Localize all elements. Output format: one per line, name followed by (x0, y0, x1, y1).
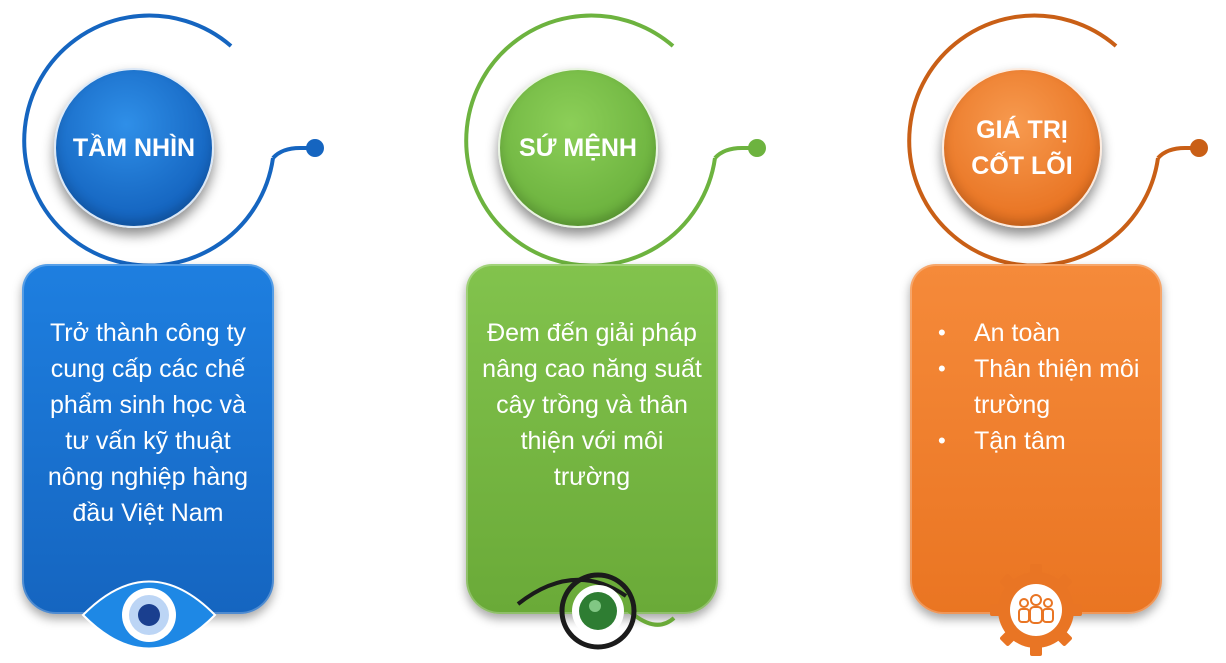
mission-card: Đem đến giải pháp nâng cao năng suất cây… (466, 264, 718, 614)
core-values-card: An toàn Thân thiện môi trường Tận tâm (910, 264, 1162, 614)
mission-circle: SỨ MỆNH (498, 68, 658, 228)
target-icon (514, 566, 684, 656)
mission-title: SỨ MỆNH (519, 134, 637, 162)
orange-connector-dot (1190, 139, 1208, 157)
vision-title: TẦM NHÌN (72, 134, 196, 162)
green-connector-dot (748, 139, 766, 157)
blue-connector (271, 146, 313, 160)
orange-connector (1156, 146, 1197, 160)
core-value-item: Thân thiện môi trường (934, 351, 1162, 423)
vision-circle: TẦM NHÌN (54, 68, 214, 228)
team-gear-icon (988, 562, 1084, 658)
mission-text: Đem đến giải pháp nâng cao năng suất cây… (482, 319, 702, 491)
vision-card: Trở thành công ty cung cấp các chế phẩm … (22, 264, 274, 614)
core-value-item: Tận tâm (934, 423, 1162, 459)
eye-icon (79, 574, 219, 656)
core-values-list: An toàn Thân thiện môi trường Tận tâm (910, 264, 1162, 459)
core-value-item: An toàn (934, 315, 1162, 351)
blue-connector-dot (306, 139, 324, 157)
vision-text: Trở thành công ty cung cấp các chế phẩm … (47, 319, 249, 527)
green-connector (713, 146, 755, 160)
core-values-circle: GIÁ TRỊ CỐT LÕI (942, 68, 1102, 228)
core-values-title: GIÁ TRỊ CỐT LÕI (971, 116, 1073, 180)
